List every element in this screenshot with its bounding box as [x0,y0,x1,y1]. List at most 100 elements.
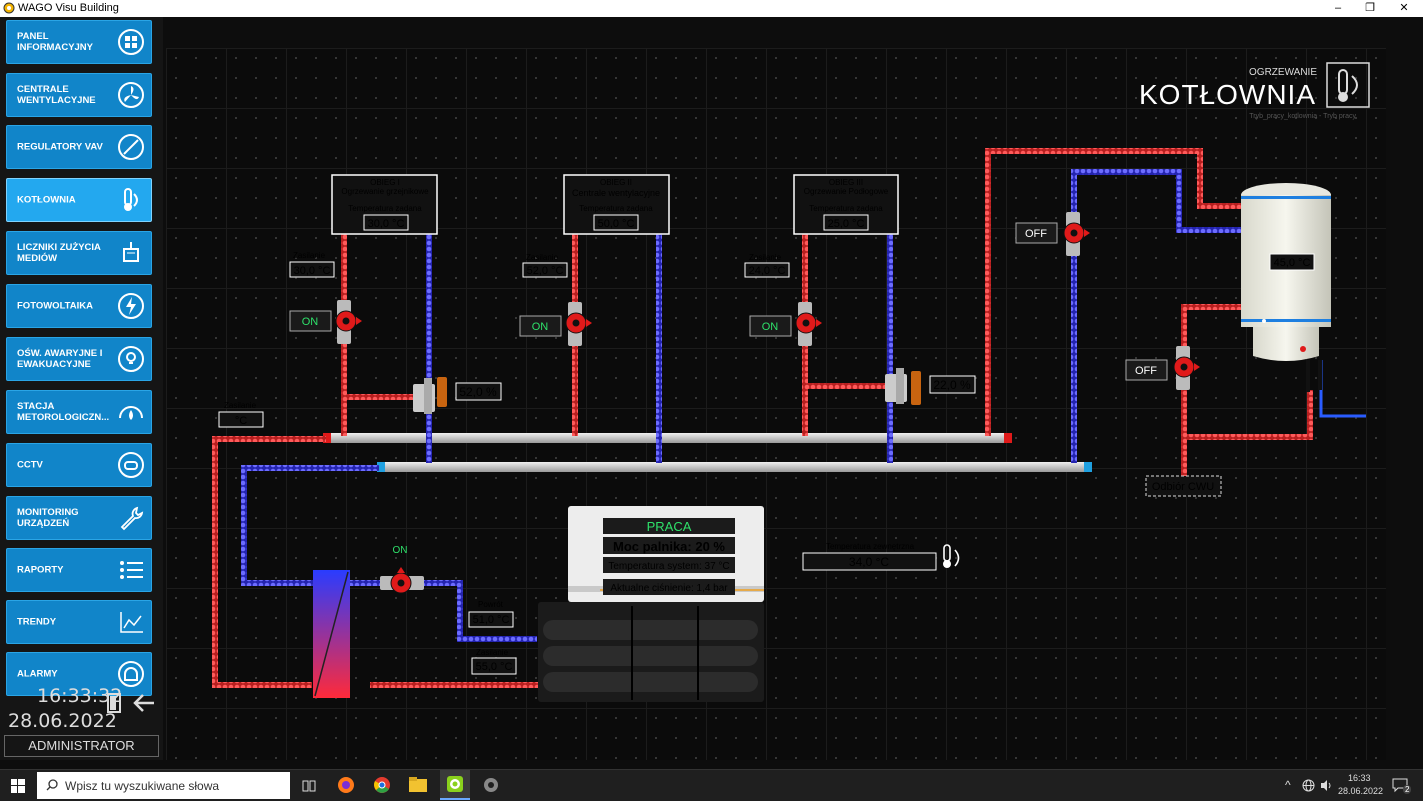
circuit-3-valve-readout: 22,0 % [929,375,976,394]
nav-label: CENTRALE WENTYLACYJNE [17,84,96,106]
tray-time[interactable]: 16:33 [1348,773,1371,783]
nav-trendy[interactable]: TRENDY [6,600,152,644]
supply-label: Zasilanie [526,253,559,262]
logout-door-icon[interactable] [107,693,121,713]
nav-oswietlenie-awaryjne[interactable]: OŚW. AWARYJNE I EWAKUACYJNE [6,337,152,381]
wago-visu-taskbar-item[interactable] [440,770,470,800]
circuit-1-pump-state[interactable]: ON [289,310,332,332]
circuit-3-mixing-valve[interactable] [885,368,921,405]
setpoint-label: Temperatura zadana [348,204,422,213]
dhw-tank-temp: 45,0 °C [1269,253,1315,271]
circuit-2-pump-state[interactable]: ON [519,315,562,337]
nav-centrale-wentylacyjne[interactable]: CENTRALE WENTYLACYJNE [6,73,152,117]
circuit-1-pump-icon[interactable] [335,300,362,344]
nav-label: PANEL INFORMACYJNY [17,31,94,53]
firefox-icon[interactable] [337,776,355,794]
nav-raporty[interactable]: RAPORTY [6,548,152,592]
task-view-icon[interactable] [302,779,316,793]
current-user: ADMINISTRATOR [4,735,159,757]
restore-button[interactable]: ❐ [1365,2,1375,14]
nav-stacja-meteo[interactable]: STACJA METOROLOGICZN... [6,390,152,434]
setpoint-label: Temperatura zadana [579,204,653,213]
close-button[interactable]: ✕ [1399,2,1409,14]
circuit-1-mixing-valve[interactable] [413,377,447,414]
circuit-2-header: OBIEG II Centrale wentylacyjne Temperatu… [563,174,670,235]
tank-connector [1318,360,1322,390]
window-titlebar: WAGO Visu Building – ❐ ✕ [0,0,1423,17]
network-globe-icon[interactable] [1302,779,1315,792]
nav-cctv[interactable]: CCTV [6,443,152,487]
setpoint-value[interactable]: 25,0 °C [828,218,865,230]
bulb-icon [118,346,144,372]
dhw-draw-button[interactable]: Odbiór CWU [1145,475,1222,497]
nav-label: LICZNIKI ZUŻYCIA MEDIÓW [17,242,101,264]
camera-icon [118,452,144,478]
boiler-pump-state[interactable]: ON [393,545,408,556]
app-icon [3,2,15,14]
setpoint-value[interactable]: 30,0 °C [368,218,405,230]
cold-water-pipe [1319,360,1366,418]
tank-connector [1306,360,1310,392]
supply-label: Zasilanie [476,648,509,657]
back-arrow-icon[interactable] [132,693,156,713]
valve-value: 52,0 % [459,385,497,399]
supply-label: Zasilanie [749,253,782,262]
sidebar: PANEL INFORMACYJNY CENTRALE WENTYLACYJNE… [0,17,163,760]
pump-state-label: ON [302,316,319,328]
dhw-pump-1-icon[interactable] [1063,212,1090,256]
circuit-2-pump-icon[interactable] [565,302,592,346]
pump-state-label: OFF [1025,228,1047,240]
circuit-name: OBIEG III [829,178,863,187]
settings-app-icon[interactable] [482,776,500,794]
boiler-status: PRACA Moc palnika: 20 % Temperatura syst… [603,518,735,595]
setpoint-value[interactable]: 50,0 °C [598,218,635,230]
nav-monitoring[interactable]: MONITORING URZĄDZEŃ [6,496,152,540]
circuit-3-pump-icon[interactable] [795,302,822,346]
taskbar-search[interactable]: Wpisz tu wyszukiwane słowa [37,772,290,799]
page-title: KOTŁOWNIA [1139,79,1316,110]
windows-start-icon[interactable] [11,779,25,793]
search-icon [46,779,58,791]
lightning-icon [118,293,144,319]
damper-icon [118,134,144,160]
main-supply-readout: Zasilanie °C [218,401,264,428]
nav-label: OŚW. AWARYJNE I EWAKUACYJNE [17,348,103,370]
nav-regulatory-vav[interactable]: REGULATORY VAV [6,125,152,169]
dhw-pump-1-state[interactable]: OFF [1015,222,1058,244]
alarm-icon [118,661,144,687]
return-value: 51,0 °C [473,614,510,626]
circuit-desc: Ogrzewanie grzejnikowe [341,187,429,196]
notifications-icon[interactable] [1392,777,1408,793]
file-explorer-icon[interactable] [409,777,427,792]
pump-state-label: OFF [1135,365,1157,377]
nav-panel-informacyjny[interactable]: PANEL INFORMACYJNY [6,20,152,64]
nav-fotowoltaika[interactable]: FOTOWOLTAIKA [6,284,152,328]
dhw-pump-2-state[interactable]: OFF [1125,359,1168,381]
supply-value: 24,0 °C [749,265,786,277]
supply-value: 30,0 °C [294,265,331,277]
dhw-pump-2-icon[interactable] [1173,346,1200,390]
nav-liczniki[interactable]: LICZNIKI ZUŻYCIA MEDIÓW [6,231,152,275]
chrome-icon[interactable] [373,776,391,794]
wrench-icon [120,506,144,531]
circuit-2-supply: Zasilanie 52,0 °C [522,253,568,278]
taskbar: Wpisz tu wyszukiwane słowa ^ 16:33 28.06… [0,769,1423,801]
weather-icon [119,406,143,420]
circuit-3-pump-state[interactable]: ON [749,315,792,337]
volume-icon[interactable] [1320,779,1333,792]
nav-kotlownia[interactable]: KOTŁOWNIA [6,178,152,222]
heating-scheme: OGRZEWANIE KOTŁOWNIA Tryb_pracy_kotlowni… [212,62,1370,702]
wago-app-icon [447,776,463,792]
boiler-pump-icon[interactable] [380,567,424,594]
tray-chevron-icon[interactable]: ^ [1285,778,1291,792]
tank-temp-value: 45,0 °C [1274,257,1311,269]
tray-date[interactable]: 28.06.2022 [1338,786,1384,796]
outdoor-value: 34,0 °C [849,555,889,569]
system-temp: Temperatura system: 37 °C [608,561,729,572]
nav-alarmy[interactable]: ALARMY [6,652,152,696]
circuit-1-header: OBIEG I Ogrzewanie grzejnikowe Temperatu… [331,174,438,235]
minimize-button[interactable]: – [1334,2,1342,14]
supply-manifold-cap [323,433,331,443]
clock-panel: 16:33:32 28.06.2022 [0,683,163,739]
supply-manifold-cap [1004,433,1012,443]
